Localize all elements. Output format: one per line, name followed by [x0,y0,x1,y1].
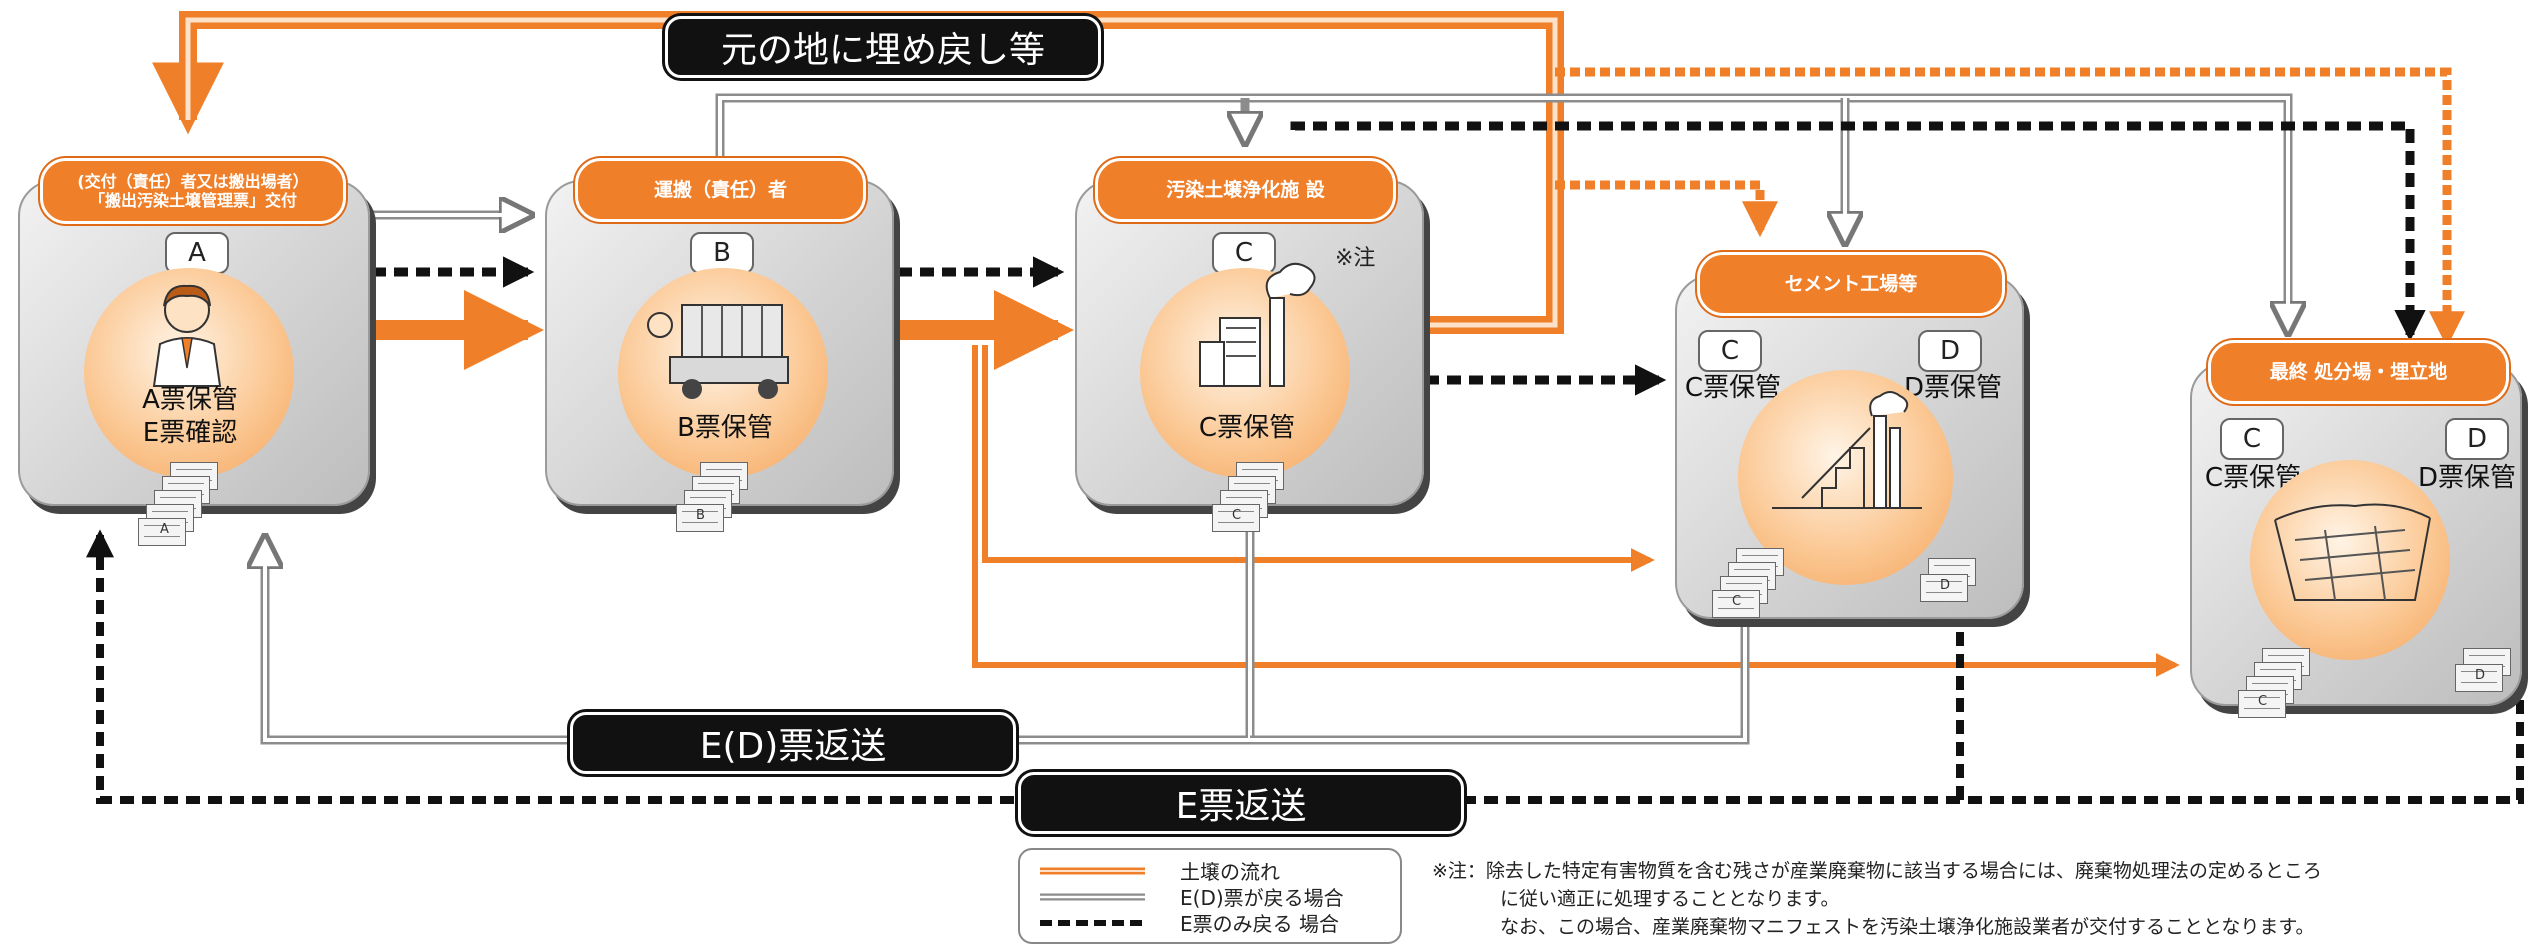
soil-flow-top-dashed-landfill [1555,67,2465,348]
node-a-label: A票保管 E票確認 [120,384,260,449]
node-a-label-line1: A票保管 [142,385,238,415]
node-landfill-circle [2250,460,2450,660]
node-a-document-stack: A [138,462,232,572]
node-c-code: C [1212,232,1276,274]
node-cement-code-d: D [1918,330,1982,372]
node-cement-document-stack-c: C [1712,548,1802,638]
doc-sheet [2238,690,2286,718]
node-a-title-line1: (交付（責任）者又は搬出場者） [77,171,309,191]
banner-e-return-text: E票返送 [1175,786,1307,827]
ed-from-cement [1250,610,1750,745]
soil-return-loop-core [185,17,1558,328]
truck-icon [647,304,789,399]
node-cement-label-d: D票保管 [1903,373,2003,403]
doc-sheet [138,518,186,546]
banner-e-return: E票返送 [1018,772,1464,834]
node-landfill-title: 最終 処分場・埋立地 [2208,340,2509,404]
node-landfill-label-d: D票保管 [2417,463,2517,493]
doc-sheet [1920,574,1968,602]
doc-letter-c: C [2258,694,2268,709]
node-c-document-stack: C [1212,462,1302,572]
banner-return-soil-text: 元の地に埋め戻し等 [720,30,1045,71]
doc-letter-b: B [696,508,705,523]
banner-ed-return: E(D)票返送 [570,712,1016,774]
node-b-document-stack: B [672,462,762,572]
e-top-line [1290,121,2426,342]
node-a-label-line2: E票確認 [142,417,238,448]
legend-swatch-e-return [1040,920,1145,926]
node-cement-code-c: C [1698,330,1762,372]
person-icon [152,284,222,387]
doc-sheet [1212,504,1260,532]
node-a-code: A [165,232,229,274]
node-c-label: C票保管 [1198,413,1296,443]
node-c-note-mark: ※注 [1335,246,1376,271]
doc-letter-d: D [1940,578,1951,593]
node-landfill-document-stack-d: D [2455,648,2525,708]
doc-letter-c: C [1732,594,1742,609]
soil-flow-b-cement [982,345,1655,572]
banner-ed-return-text: E(D)票返送 [699,726,887,767]
soil-flow-top-dashed-cement [1555,180,1778,238]
soil-flow-b-landfill [972,345,2180,677]
legend-swatch-ed-return [1040,893,1145,901]
doc-letter-d: D [2475,668,2486,683]
banner-return-soil: 元の地に埋め戻し等 [665,16,1101,78]
footnote-line1: ※注：除去した特定有害物質を含む残さが産業廃棄物に該当する場合には、廃棄物処理法… [1432,860,2322,882]
node-cement-document-stack-d: D [1920,558,1990,628]
footnote-line2: に従い適正に処理することとなります。 [1500,888,1840,910]
node-b-label: B票保管 [677,413,773,443]
node-landfill-code-c: C [2220,418,2284,460]
doc-letter-a: A [160,522,169,537]
landfill-icon [2274,503,2431,601]
cement-plant-icon [1772,391,1922,509]
legend-swatch-soil-flow [1040,867,1145,875]
doc-letter-c: C [1232,508,1242,523]
doc-sheet [676,504,724,532]
legend-text-e-return: E票のみ戻る 場合 [1180,912,1339,936]
node-b-title: 運搬（責任）者 [575,158,866,222]
legend-text-soil-flow: 土壌の流れ [1180,860,1280,884]
doc-sheet [2455,664,2503,692]
node-c-title: 汚染土壌浄化施 設 [1095,158,1396,222]
node-a-title-line2: 「搬出汚染土壌管理票」交付 [88,191,297,210]
node-landfill-document-stack-c: C [2238,648,2328,728]
ed-top-line [715,93,2288,330]
node-cement-label-c: C票保管 [1684,373,1782,403]
ed-top-line-core [718,96,2290,322]
ed-from-cement-core [1250,610,1747,742]
legend-text-ed-return: E(D)票が戻る場合 [1180,886,1344,910]
legend: 土壌の流れ E(D)票が戻る場合 E票のみ戻る 場合 [1018,848,1402,944]
doc-sheet [1712,590,1760,618]
footnote-line3: なお、この場合、産業廃棄物マニフェストを汚染土壌浄化施設業者が交付することとなり… [1500,916,2315,938]
node-landfill-code-d: D [2445,418,2509,460]
node-cement-title: セメント工場等 [1697,252,2005,316]
node-a-title: (交付（責任）者又は搬出場者） 「搬出汚染土壌管理票」交付 [40,158,346,224]
factory-icon [1199,262,1316,387]
